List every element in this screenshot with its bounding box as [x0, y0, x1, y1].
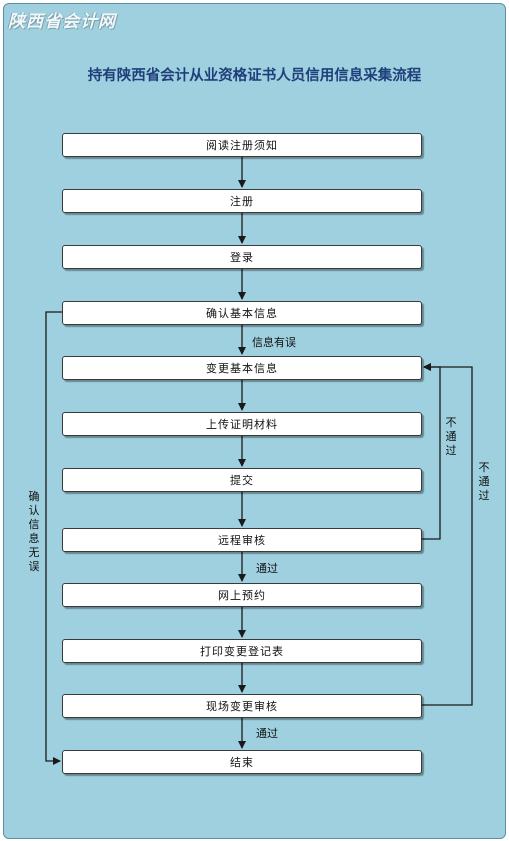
step-register: 注册 [62, 189, 422, 213]
step-onsite-review: 现场变更审核 [62, 694, 422, 718]
confirm-bypass [45, 311, 62, 765]
step-login: 登录 [62, 245, 422, 269]
label-fail-remote: 不通过 [445, 416, 457, 457]
step-confirm-info: 确认基本信息 [62, 301, 422, 325]
step-submit: 提交 [62, 468, 422, 492]
diagram-title: 持有陕西省会计从业资格证书人员信用信息采集流程 [87, 68, 422, 84]
label-pass-onsite: 通过 [256, 727, 278, 740]
step-change-info: 变更基本信息 [62, 356, 422, 380]
step-remote-review: 远程审核 [62, 528, 422, 552]
step-end: 结束 [62, 750, 422, 774]
step-online-booking: 网上预约 [62, 583, 422, 607]
label-confirm-ok: 确认信息无误 [28, 490, 40, 573]
step-read-notice: 阅读注册须知 [62, 133, 422, 157]
label-fail-onsite: 不通过 [478, 461, 490, 502]
watermark-logo: 陕西省会计网 [8, 12, 116, 32]
fail-loop-inner [422, 363, 441, 540]
step-upload-docs: 上传证明材料 [62, 412, 422, 436]
label-info-error: 信息有误 [252, 336, 296, 349]
step-print-form: 打印变更登记表 [62, 639, 422, 663]
label-pass-remote: 通过 [256, 562, 278, 575]
fail-loop-outer [422, 363, 473, 706]
